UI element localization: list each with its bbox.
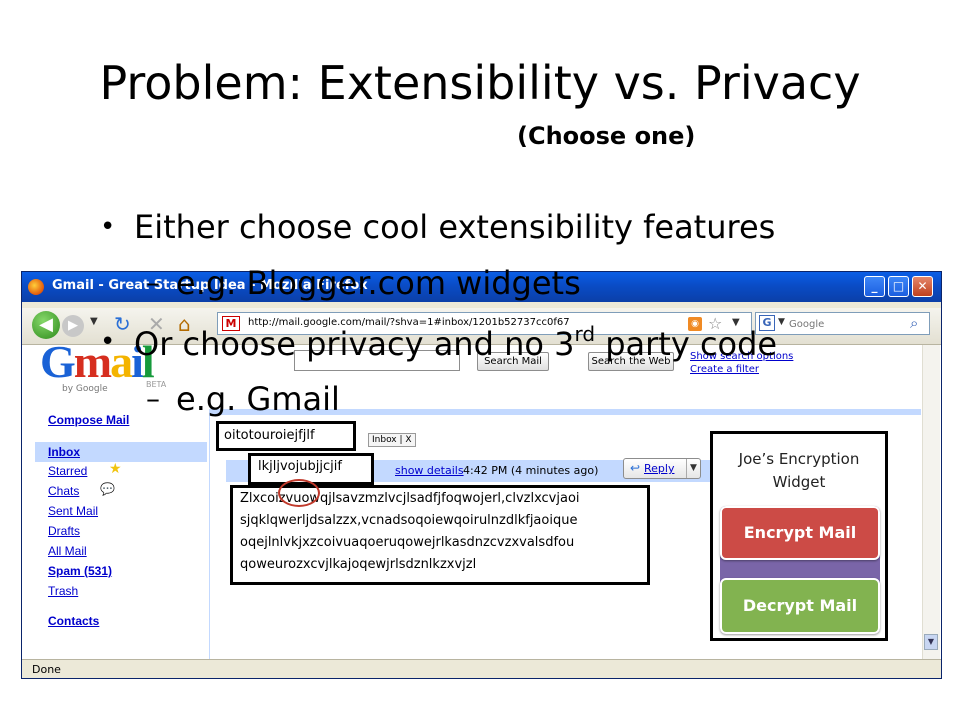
inbox-label-chip[interactable]: Inbox | X [368, 433, 416, 447]
encrypted-subject: oitotouroiejfjlf [224, 428, 315, 443]
menu-bar [22, 302, 941, 308]
sidebar-item-all-mail[interactable]: All Mail [48, 544, 87, 558]
contacts-link[interactable]: Contacts [48, 614, 100, 628]
reply-dropdown-icon[interactable]: ▼ [686, 459, 697, 478]
sidebar-item-inbox[interactable]: Inbox [48, 445, 80, 459]
slide-subtitle: (Choose one) [517, 122, 696, 150]
sidebar-item-drafts[interactable]: Drafts [48, 524, 81, 538]
bullet-marker: • [100, 327, 116, 357]
sidebar-item-sent[interactable]: Sent Mail [48, 504, 99, 518]
status-text: Done [32, 663, 61, 676]
close-button[interactable]: ✕ [912, 276, 933, 297]
bullet-2-superscript: rd [574, 322, 596, 346]
url-dropdown-icon[interactable]: ▼ [732, 317, 740, 328]
title-bar[interactable]: Gmail - Great Startup Idea - Mozilla Fir… [22, 272, 941, 302]
chat-bubble-icon: 💬 [100, 482, 115, 496]
search-mail-button[interactable]: Search Mail [477, 352, 549, 371]
encrypted-body-line: sjqklqwerljdsalzzx,vcnadsoqoiewqoirulnzd… [240, 513, 578, 528]
bullet-1: Either choose cool extensibility feature… [134, 208, 776, 246]
logo-letter: i [131, 336, 144, 387]
message-time: 4:42 PM (4 minutes ago) [463, 464, 599, 477]
search-input[interactable] [789, 316, 905, 332]
url-text[interactable]: http://mail.google.com/mail/?shva=1#inbo… [248, 317, 570, 328]
show-search-options-link[interactable]: Show search options [690, 351, 794, 362]
reload-icon[interactable]: ↻ [114, 312, 131, 336]
firefox-icon [28, 279, 44, 295]
bullet-marker: • [100, 212, 116, 242]
widget-title: Joe’s Encryption Widget [738, 450, 860, 491]
bookmark-star-icon[interactable]: ☆ [708, 314, 723, 333]
vertical-scrollbar[interactable] [922, 345, 940, 659]
inbox-highlight [35, 442, 207, 462]
maximize-button[interactable]: □ [888, 276, 909, 297]
sub-bullet-marker: – [146, 382, 160, 415]
window-title: Gmail - Great Startup Idea - Mozilla Fir… [52, 278, 368, 293]
bullet-2: Or choose privacy and no 3rd party code [134, 322, 777, 363]
status-bar: Done [22, 659, 941, 678]
search-bar[interactable]: G ▼ ⌕ [755, 312, 930, 335]
logo-letter: G [40, 336, 76, 387]
sidebar-item-starred[interactable]: Starred [48, 464, 88, 478]
sub-bullet-2: e.g. Gmail [176, 380, 340, 418]
minimize-button[interactable]: _ [864, 276, 885, 297]
mail-search-input[interactable] [294, 350, 460, 371]
by-google-label: by Google [62, 384, 108, 394]
navigation-toolbar: ◀ ▶ ▼ ↻ ✕ ⌂ M http://mail.google.com/mai… [22, 308, 941, 345]
encrypt-mail-button[interactable]: Encrypt Mail [720, 506, 880, 560]
bullet-2-text-after: party code [595, 325, 778, 363]
url-bar[interactable]: M http://mail.google.com/mail/?shva=1#in… [217, 312, 752, 335]
compose-mail-link[interactable]: Compose Mail [48, 413, 130, 427]
encrypted-sender: lkjljvojubjjcjif [258, 459, 342, 474]
sub-bullet-1: e.g. Blogger.com widgets [176, 264, 581, 302]
google-engine-icon[interactable]: G [759, 315, 775, 331]
back-button[interactable]: ◀ [32, 311, 60, 339]
bullet-2-text: Or choose privacy and no 3 [134, 325, 575, 363]
encrypted-body-line: qoweurozxcvjlkajoqewjrlsdznlkzxvjzl [240, 557, 477, 572]
logo-letter: a [110, 336, 133, 387]
search-magnifier-icon[interactable]: ⌕ [910, 314, 919, 332]
beta-label: BETA [146, 380, 167, 389]
show-details-link[interactable]: show details [395, 464, 464, 477]
reply-button[interactable]: ↩ Reply ▼ [623, 458, 701, 479]
logo-letter: m [73, 336, 112, 387]
stop-icon[interactable]: ✕ [148, 312, 165, 336]
engine-dropdown-icon[interactable]: ▼ [778, 317, 785, 327]
decrypt-mail-button[interactable]: Decrypt Mail [720, 578, 880, 634]
gmail-favicon-icon: M [222, 316, 240, 331]
scroll-down-icon[interactable]: ▼ [924, 634, 938, 650]
encrypted-body-line: Zlxcoizvuowqjlsavzmzlvcjlsadfjfoqwojerl,… [240, 491, 580, 506]
forward-button[interactable]: ▶ [62, 315, 84, 337]
logo-letter: l [141, 336, 155, 387]
red-circle-annotation [278, 479, 320, 507]
encrypted-sender-box [248, 453, 374, 485]
encrypted-body-line: oqejlnlvkjxzcoivuaqoeruqowejrlkasdnzcvzx… [240, 535, 575, 550]
history-dropdown-icon[interactable]: ▼ [90, 316, 98, 327]
reply-label: Reply [644, 462, 675, 475]
sub-bullet-marker: – [146, 266, 160, 299]
message-pane-top-bar [209, 409, 921, 415]
slide-title: Problem: Extensibility vs. Privacy [99, 56, 861, 110]
sidebar-item-spam[interactable]: Spam (531) [48, 564, 113, 578]
reply-arrow-icon: ↩ [630, 461, 641, 475]
home-icon[interactable]: ⌂ [178, 312, 191, 336]
rss-feed-icon[interactable]: ◉ [688, 317, 702, 331]
sidebar-item-chats[interactable]: Chats [48, 484, 80, 498]
star-icon: ★ [109, 461, 122, 477]
search-web-button[interactable]: Search the Web [588, 352, 674, 371]
create-filter-link[interactable]: Create a filter [690, 364, 759, 375]
gmail-logo: Gmail [40, 336, 155, 387]
encrypted-subject-box [216, 421, 356, 451]
sidebar-item-trash[interactable]: Trash [48, 584, 79, 598]
